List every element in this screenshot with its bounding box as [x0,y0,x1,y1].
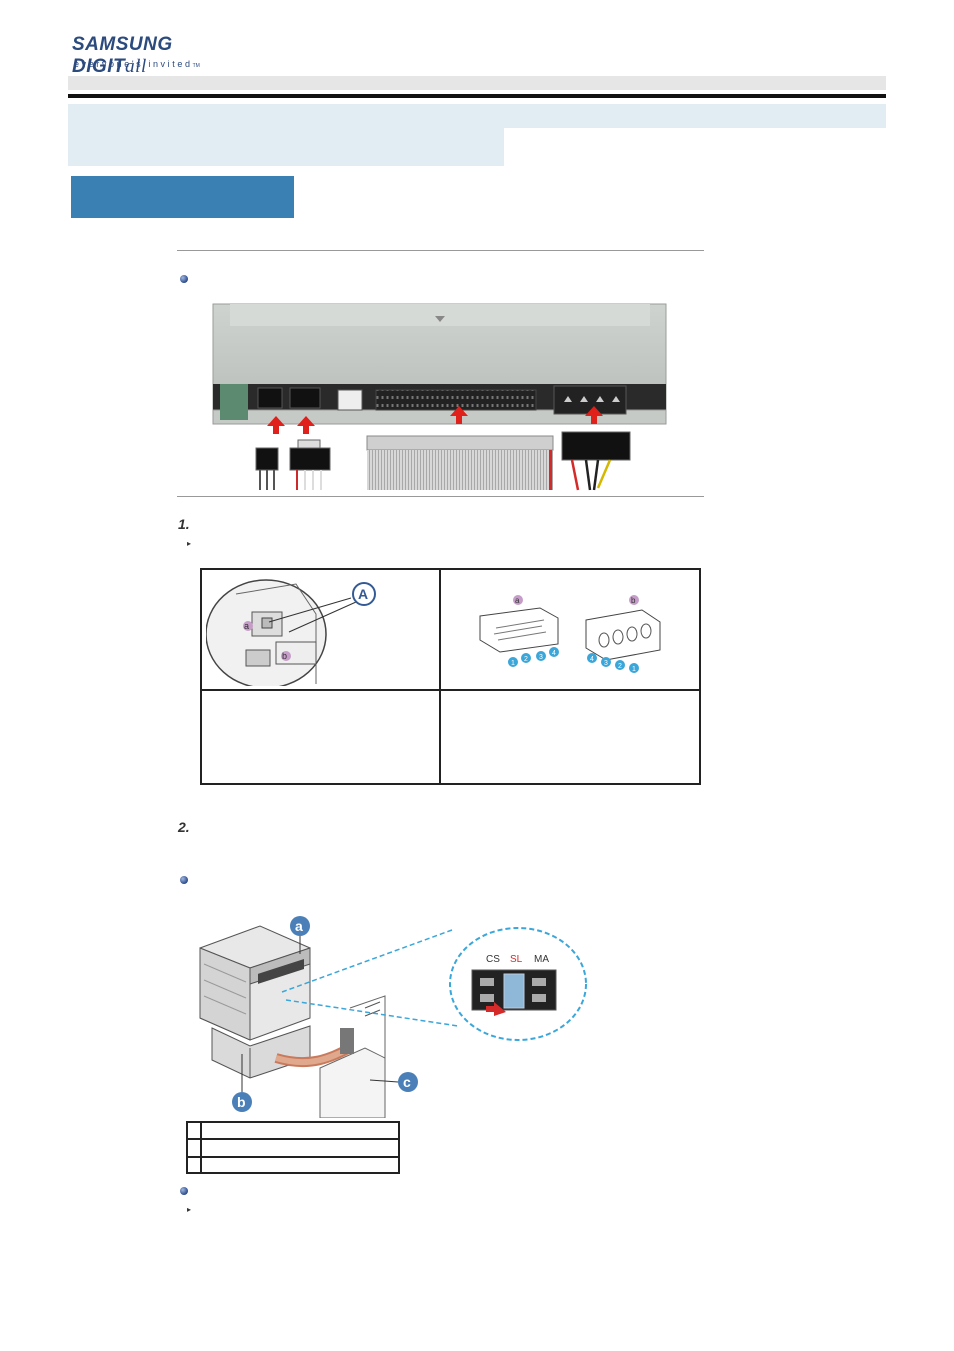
samsung-logo: SAMSUNG DIGITall everyone's invitedTM [70,30,220,77]
power-label-b: b [631,596,636,605]
jumper-label-a: a [295,918,303,934]
bullet-icon [180,275,188,283]
divider-top [177,250,704,251]
title-banner-lower [68,128,504,166]
pin-b-4: 4 [590,656,594,663]
audio-connector-illustration: a b A [206,579,376,686]
logo-brand-text: SAMSUNG DIGIT [72,34,173,77]
label-b: b [282,651,287,661]
pin-a-3: 3 [539,654,543,661]
logo-tagline: everyone's invited [74,59,193,69]
pin-a-1: 1 [511,660,515,667]
bullet-icon [180,876,188,884]
logo-tm: TM [192,63,200,69]
section-heading-box [71,176,294,218]
connector-table: a b A a 1 2 3 4 b [200,568,701,785]
logo-brand-suffix: all [125,56,147,77]
pin-a-4: 4 [552,650,556,657]
title-banner [68,104,886,128]
power-label-a: a [515,596,520,605]
jumper-label-b: b [237,1094,246,1110]
jumper-setting-figure: CS SL MA a b c [199,916,587,1118]
note-arrow-icon: ▸ [187,1205,192,1214]
jumper-label-sl: SL [510,954,523,965]
jumper-label-ma: MA [534,954,549,965]
drive-rear-panel-figure [212,303,667,491]
bullet-icon [180,1187,188,1195]
power-connector-illustration: a 1 2 3 4 b 4 3 2 [479,595,661,673]
step-1-number: 1. [178,516,190,532]
step-2-number: 2. [178,819,190,835]
pin-b-1: 1 [632,666,636,673]
pin-a-2: 2 [524,656,528,663]
pin-b-3: 3 [604,660,608,667]
header-rule [68,94,886,98]
note-arrow-icon: ▸ [187,539,192,548]
divider-bottom [177,496,704,497]
legend-table [186,1121,400,1174]
label-A: A [358,586,368,602]
jumper-label-c: c [403,1074,411,1090]
jumper-label-cs: CS [486,954,500,965]
pin-b-2: 2 [618,663,622,670]
label-a: a [244,621,249,631]
header-grey-bar [68,76,886,90]
